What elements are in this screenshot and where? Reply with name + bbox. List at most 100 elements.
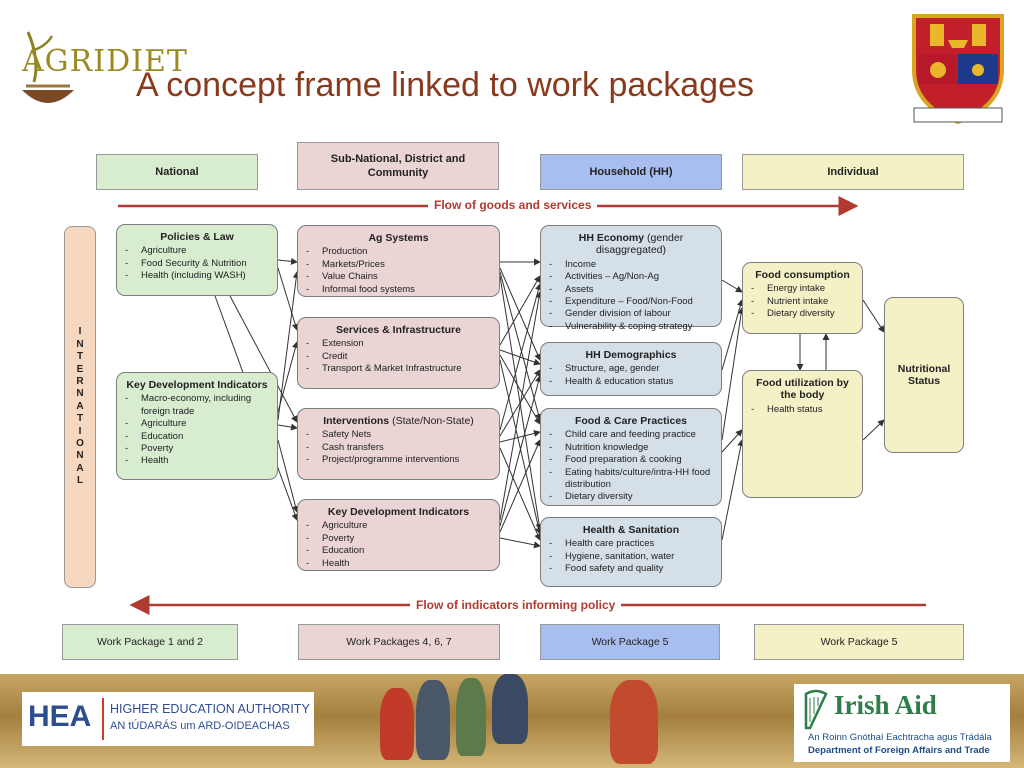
list-item: Health (including WASH) [125, 270, 269, 283]
irish-aid-text: Irish Aid [834, 690, 937, 720]
list-item: Dietary diversity [549, 491, 713, 504]
flow-arrows [118, 196, 926, 615]
university-crest [908, 10, 1008, 130]
hea-divider [102, 698, 104, 740]
box-title: Key Development Indicators [126, 379, 268, 391]
box-ag-systems: Ag Systems Production Markets/Prices Val… [297, 225, 500, 297]
logo-text: AGRIDIET [22, 44, 188, 79]
box-hh-demographics: HH Demographics Structure, age, gender H… [540, 342, 722, 396]
box-title: Interventions (State/Non-State) [306, 415, 491, 427]
international-letter: O [76, 438, 84, 450]
dfa-english-name: Department of Foreign Affairs and Trade [808, 745, 990, 756]
box-title: Key Development Indicators [327, 506, 470, 518]
header-household: Household (HH) [540, 154, 722, 190]
header-national: National [96, 154, 258, 190]
agridiet-logo: AGRIDIET [18, 20, 187, 120]
list-item: Safety Nets [306, 429, 491, 442]
header-subnational: Sub-National, District and Community [297, 142, 499, 190]
list-item: Poverty [125, 443, 269, 456]
box-title: HH Economy (gender disaggregated) [549, 232, 713, 257]
box-title: Food consumption [755, 269, 850, 281]
international-letter: N [76, 388, 84, 400]
list-item: Transport & Market Infrastructure [306, 363, 491, 376]
list-item: Informal food systems [306, 284, 491, 297]
list-item: Macro-economy, including foreign trade [125, 393, 269, 418]
box-title: Ag Systems [368, 232, 429, 244]
international-letter: T [76, 351, 84, 363]
box-title: Services & Infrastructure [336, 324, 461, 336]
box-title-text: Interventions [323, 415, 390, 427]
list-item: Project/programme interventions [306, 454, 491, 467]
box-subtitle: (gender disaggregated) [595, 232, 684, 257]
international-letter: R [76, 375, 84, 387]
harp-icon [804, 689, 828, 730]
box-title: Health & Sanitation [582, 524, 680, 536]
list-item: Extension [306, 338, 491, 351]
work-package-national: Work Package 1 and 2 [62, 624, 238, 660]
international-letter: L [76, 475, 84, 487]
box-nutritional-status: Nutritional Status [884, 297, 964, 453]
box-title: HH Demographics [585, 349, 677, 361]
bowl-icon [22, 31, 74, 103]
hea-abbr: HEA [28, 700, 92, 733]
list-item: Health status [751, 404, 854, 417]
international-letter: A [76, 462, 84, 474]
box-title-text: HH Economy [578, 232, 645, 244]
box-kdi-subnational: Key Development Indicators Agriculture P… [297, 499, 500, 571]
international-letter: N [76, 450, 84, 462]
list-item: Value Chains [306, 271, 491, 284]
box-services-infrastructure: Services & Infrastructure Extension Cred… [297, 317, 500, 389]
farmer-figure [380, 688, 414, 760]
list-item: Nutrition knowledge [549, 442, 713, 455]
box-food-care-practices: Food & Care Practices Child care and fee… [540, 408, 722, 506]
international-letter: I [78, 326, 82, 338]
international-letter: E [76, 363, 84, 375]
flow-goods-label: Flow of goods and services [428, 198, 598, 212]
international-bar: I N T E R N A T I O N A L [64, 226, 96, 588]
list-item: Agriculture [125, 418, 269, 431]
list-item: Activities – Ag/Non-Ag [549, 271, 713, 284]
list-item: Food safety and quality [549, 563, 713, 576]
header-individual: Individual [742, 154, 964, 190]
farmer-figure [610, 680, 658, 764]
hea-logo: HEA HIGHER EDUCATION AUTHORITY AN tÚDARÁ… [22, 692, 314, 746]
box-food-consumption: Food consumption Energy intake Nutrient … [742, 262, 863, 334]
dfa-irish-name: An Roinn Gnóthaí Eachtracha agus Trádála [808, 732, 992, 743]
list-item: Education [125, 431, 269, 444]
box-title: Food & Care Practices [574, 415, 688, 427]
crest-icon [912, 14, 1004, 125]
list-item: Cash transfers [306, 442, 491, 455]
farmer-figure [416, 680, 450, 760]
box-hh-economy: HH Economy (gender disaggregated) Income… [540, 225, 722, 334]
irish-aid-logo: Irish Aid An Roinn Gnóthaí Eachtracha ag… [794, 684, 1010, 762]
list-item: Markets/Prices [306, 259, 491, 272]
work-package-individual: Work Package 5 [754, 624, 964, 660]
box-title: Food utilization by the body [756, 377, 849, 402]
international-letter: N [76, 338, 84, 350]
list-item: Education [306, 545, 491, 558]
list-item: Health & education status [549, 376, 713, 389]
list-item: Vulnerability & coping strategy [549, 321, 713, 334]
list-item: Poverty [306, 533, 491, 546]
farmer-figure [456, 678, 486, 756]
list-item: Structure, age, gender [549, 363, 713, 376]
flow-indicators-label: Flow of indicators informing policy [410, 598, 622, 612]
list-item: Assets [549, 284, 713, 297]
page-title: A concept frame linked to work packages [136, 66, 754, 104]
international-letter: A [76, 400, 84, 412]
box-kdi-national: Key Development Indicators Macro-economy… [116, 372, 278, 480]
box-food-utilization: Food utilization by the body Health stat… [742, 370, 863, 498]
list-item: Income [549, 259, 713, 272]
list-item: Hygiene, sanitation, water [549, 551, 713, 564]
list-item: Agriculture [306, 520, 491, 533]
box-title: Nutritional Status [897, 362, 951, 387]
work-package-household: Work Package 5 [540, 624, 720, 660]
list-item: Child care and feeding practice [549, 429, 713, 442]
list-item: Health [306, 558, 491, 571]
list-item: Food Security & Nutrition [125, 258, 269, 271]
international-letter: T [76, 413, 84, 425]
list-item: Health [125, 455, 269, 468]
list-item: Agriculture [125, 245, 269, 258]
list-item: Eating habits/culture/intra-HH food dist… [549, 467, 713, 492]
list-item: Gender division of labour [549, 308, 713, 321]
